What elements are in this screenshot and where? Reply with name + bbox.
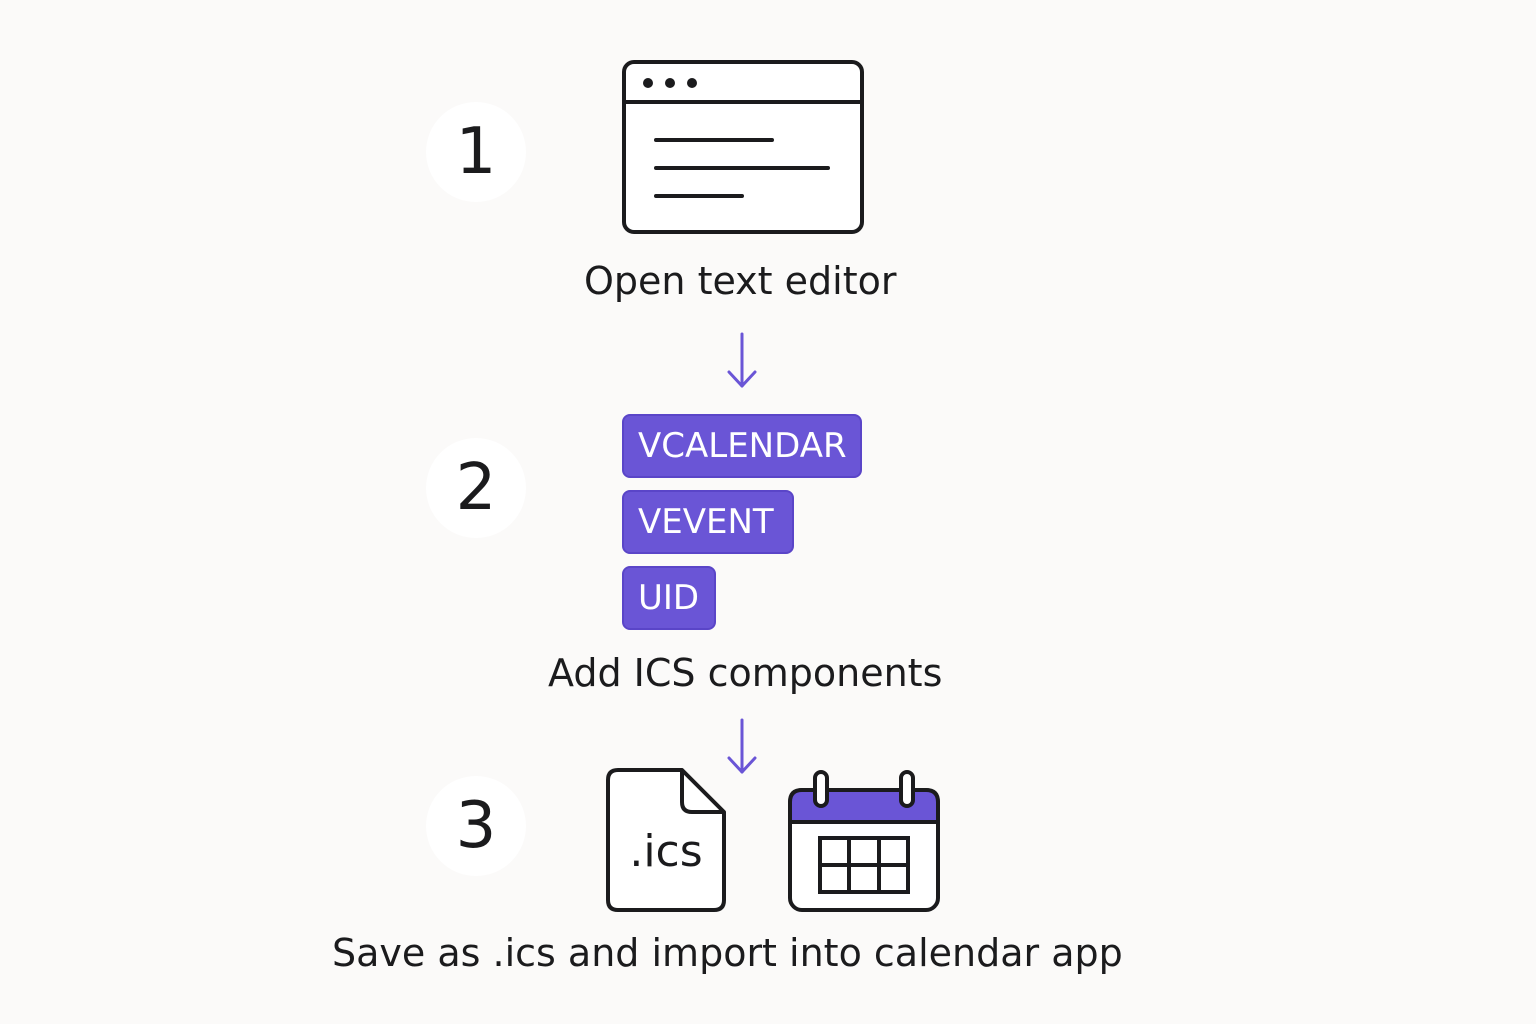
component-badge-vcalendar-label: VCALENDAR: [638, 426, 847, 466]
step-number-1: 1: [426, 102, 526, 202]
text-editor-window-icon: [622, 60, 864, 234]
component-badge-vevent: VEVENT: [622, 490, 794, 554]
component-badge-vcalendar: VCALENDAR: [622, 414, 862, 478]
ics-file-label: .ics: [629, 826, 703, 877]
arrow-down-icon: [727, 718, 757, 774]
component-badge-uid-label: UID: [638, 578, 700, 618]
step-number-3: 3: [426, 776, 526, 876]
step-number-2-text: 2: [455, 451, 497, 525]
step-number-3-text: 3: [455, 789, 497, 863]
step-1-caption: Open text editor: [584, 259, 897, 303]
ics-file-icon: .ics: [604, 766, 728, 916]
arrow-down-icon: [727, 332, 757, 388]
step-number-2: 2: [426, 438, 526, 538]
step-3-caption: Save as .ics and import into calendar ap…: [332, 931, 1123, 975]
step-2-caption: Add ICS components: [548, 651, 943, 695]
calendar-icon: [788, 770, 940, 912]
step-number-1-text: 1: [455, 115, 497, 189]
component-badge-uid: UID: [622, 566, 716, 630]
component-badge-vevent-label: VEVENT: [638, 502, 774, 542]
